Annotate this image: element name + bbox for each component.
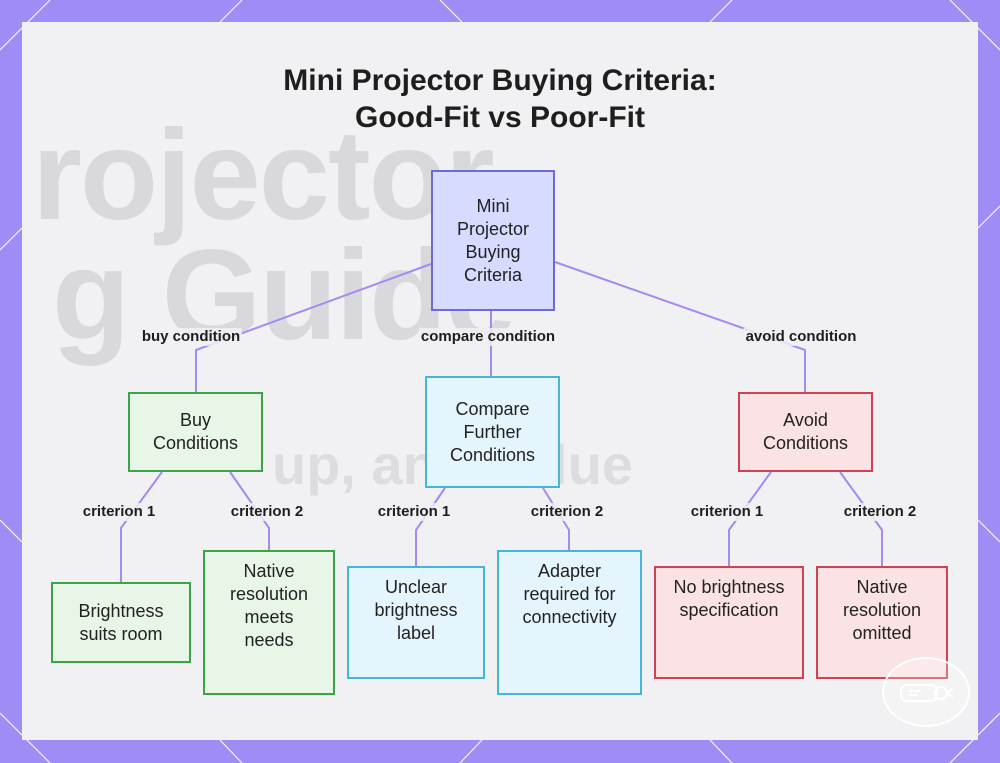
edge-buy-c1 [120,471,163,583]
edge-label-avoid-criterion-1: criterion 1 [688,503,766,521]
title-line-2: Good-Fit vs Poor-Fit [355,101,645,134]
edge-label-buy-criterion-2: criterion 2 [228,503,306,521]
node-adapter-required: Adapter required for connectivity [497,550,642,695]
edge-compare-c1 [415,487,446,567]
title-line-1: Mini Projector Buying Criteria: [283,64,717,97]
node-unclear-brightness-label: Unclear brightness label [347,566,485,679]
node-brightness-suits-room: Brightness suits room [51,582,191,663]
edge-label-avoid-criterion-2: criterion 2 [841,503,919,521]
diagram-title: Mini Projector Buying Criteria: Good-Fit… [0,62,1000,136]
edge-compare-c2 [542,487,570,551]
edge-buy-c2 [229,471,270,551]
projector-glyph-icon [900,684,954,702]
node-root: Mini Projector Buying Criteria [431,170,555,311]
edge-label-avoid: avoid condition [743,328,859,346]
edge-root-avoid [554,261,806,393]
projector-logo-icon [882,657,970,727]
node-compare-conditions: Compare Further Conditions [425,376,560,488]
node-native-resolution-meets-needs: Native resolution meets needs [203,550,335,695]
edge-avoid-c1 [728,471,772,567]
edge-label-compare: compare condition [418,328,558,346]
edge-label-buy: buy condition [139,328,243,346]
edge-label-compare-criterion-2: criterion 2 [528,503,606,521]
edge-label-compare-criterion-1: criterion 1 [375,503,453,521]
node-no-brightness-specification: No brightness specification [654,566,804,679]
node-avoid-conditions: Avoid Conditions [738,392,873,472]
edge-root-buy [195,263,432,393]
edge-avoid-c2 [839,471,883,567]
node-buy-conditions: Buy Conditions [128,392,263,472]
edge-label-buy-criterion-1: criterion 1 [80,503,158,521]
